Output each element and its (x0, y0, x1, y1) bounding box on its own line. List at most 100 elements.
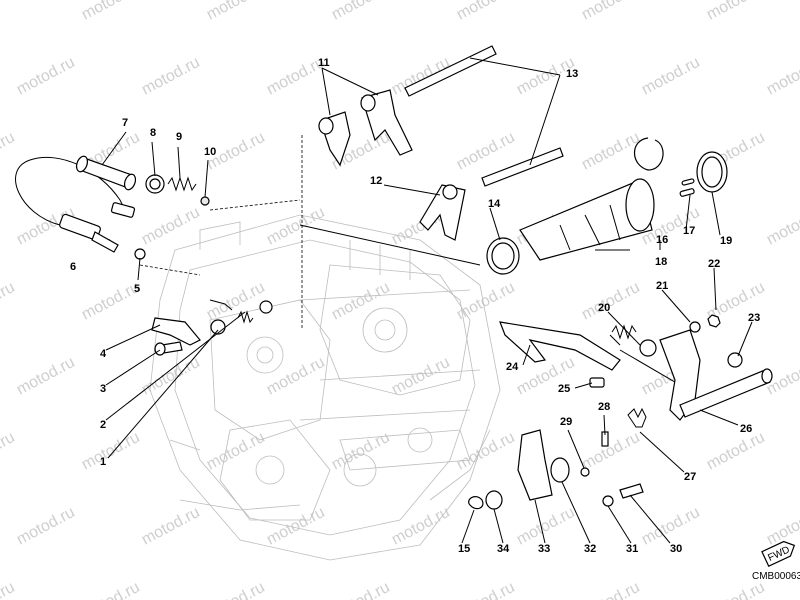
part-12-shift-fork (419, 184, 466, 241)
part-30-screw (619, 483, 644, 499)
callout-5: 5 (134, 283, 140, 295)
watermark-text: motod.ru (579, 579, 643, 600)
callout-4: 4 (100, 348, 107, 360)
part-6-neutral-sensor-cable (15, 156, 136, 253)
watermark-text: motod.ru (389, 354, 453, 399)
part-19-circlip (633, 137, 664, 171)
watermark-text: motod.ru (704, 579, 768, 600)
watermark-text: motod.ru (14, 354, 78, 399)
part-11-shift-forks (318, 89, 413, 167)
part-27-spring (627, 407, 647, 428)
watermark-text: motod.ru (0, 579, 18, 600)
engine-block-outline (149, 214, 501, 561)
watermark-text: motod.ru (139, 54, 203, 99)
callout-6: 6 (70, 261, 76, 273)
callout-7: 7 (122, 117, 128, 129)
part-4-cam-plate (151, 317, 201, 346)
callout-2: 2 (100, 419, 106, 431)
part-14-ring-inner (491, 242, 515, 270)
watermark-text: motod.ru (204, 429, 268, 474)
watermark-text: motod.ru (329, 579, 393, 600)
watermark-text: motod.ru (329, 0, 393, 24)
watermark-text: motod.ru (0, 429, 18, 474)
part-33-bracket (517, 429, 553, 501)
part-34-ring (485, 490, 503, 510)
callout-24: 24 (506, 361, 519, 373)
callout-8: 8 (150, 127, 156, 139)
watermark-text: motod.ru (704, 0, 768, 24)
callout-29: 29 (560, 416, 572, 428)
watermark-text: motod.ru (0, 129, 18, 174)
reference-dashed-lines (139, 135, 681, 386)
callout-13: 13 (566, 68, 578, 80)
part-23-bush (727, 352, 743, 368)
part-1-bush (259, 300, 273, 314)
watermark-text: motod.ru (579, 0, 643, 24)
watermark-text: motod.ru (579, 429, 643, 474)
watermark-text: motod.ru (79, 429, 143, 474)
callout-30: 30 (670, 543, 682, 555)
part-2-washer (210, 319, 226, 335)
watermark-text: motod.ru (764, 204, 800, 249)
callout-19: 19 (720, 235, 732, 247)
watermark-text: motod.ru (389, 504, 453, 549)
watermark-text: motod.ru (139, 504, 203, 549)
watermark-text: motod.ru (0, 279, 18, 324)
part-7-sleeve (75, 155, 137, 191)
watermark-text: motod.ru (579, 129, 643, 174)
watermark-text: motod.ru (204, 579, 268, 600)
watermark-text: motod.ru (579, 279, 643, 324)
watermark-text: motod.ru (639, 504, 703, 549)
callout-15: 15 (458, 543, 470, 555)
watermark-text: motod.ru (79, 0, 143, 24)
watermark-text: motod.ru (139, 204, 203, 249)
callout-18: 18 (655, 256, 667, 268)
watermark-text: motod.ru (704, 429, 768, 474)
callout-23: 23 (748, 312, 760, 324)
part-32-ring (550, 457, 570, 483)
drawing-code: CMB00063 (752, 571, 800, 582)
watermark-text: motod.ru (329, 279, 393, 324)
part-20-spring (609, 324, 637, 346)
callout-21: 21 (656, 280, 668, 292)
part-17-pin-b (681, 178, 695, 186)
callout-10: 10 (204, 146, 216, 158)
part-5-washer (134, 248, 146, 260)
callout-20: 20 (598, 302, 610, 314)
callout-25: 25 (558, 383, 570, 395)
part-21-washer (689, 321, 701, 333)
part-25-pin (589, 377, 605, 388)
watermark-text: motod.ru (204, 0, 268, 24)
part-8-ring-inner (149, 178, 161, 190)
part-20-ring (639, 339, 657, 357)
watermark-text: motod.ru (14, 504, 78, 549)
watermark-text: motod.ru (264, 354, 328, 399)
callout-33: 33 (538, 543, 550, 555)
callout-12: 12 (370, 175, 382, 187)
watermark-text: motod.ru (639, 54, 703, 99)
watermark-text: motod.ru (454, 429, 518, 474)
callout-31: 31 (626, 543, 638, 555)
callout-14: 14 (488, 198, 501, 210)
part-1-spring (209, 299, 254, 324)
watermark-text: motod.ru (454, 579, 518, 600)
callout-9: 9 (176, 131, 182, 143)
part-29-washer (580, 467, 590, 477)
part-19-ring-inner (701, 156, 723, 188)
watermark-text: motod.ru (764, 54, 800, 99)
part-31-washer (602, 495, 614, 507)
callout-27: 27 (684, 471, 696, 483)
callout-32: 32 (584, 543, 596, 555)
part-17-pin (679, 188, 695, 197)
part-10-ball (200, 196, 210, 206)
watermark-text: motod.ru (0, 0, 18, 24)
part-22-clip (707, 314, 721, 328)
callout-22: 22 (708, 258, 720, 270)
callout-34: 34 (497, 543, 510, 555)
watermark-text: motod.ru (139, 354, 203, 399)
leader-lines (101, 57, 753, 544)
